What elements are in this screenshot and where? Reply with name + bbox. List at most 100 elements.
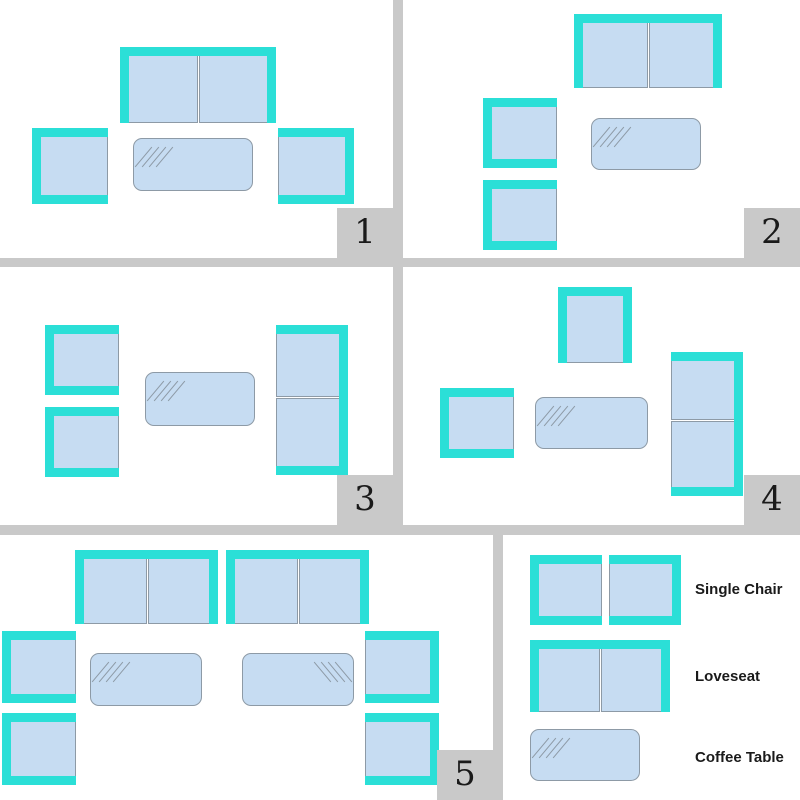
chair-back-bar bbox=[440, 388, 514, 397]
single-chair[interactable] bbox=[365, 631, 439, 703]
legend-label-loveseat: Loveseat bbox=[695, 668, 761, 685]
single-chair[interactable] bbox=[558, 287, 632, 363]
loveseat-arm-left bbox=[530, 640, 539, 712]
chair-front-bar bbox=[365, 694, 439, 703]
loveseat-arm-left bbox=[75, 550, 84, 624]
single-chair[interactable] bbox=[2, 713, 76, 785]
legend-label-single-chair: Single Chair bbox=[695, 581, 783, 598]
loveseat-back-bar bbox=[226, 550, 369, 559]
loveseat[interactable] bbox=[75, 550, 218, 624]
layout-panel-4[interactable]: 4 bbox=[403, 267, 800, 525]
loveseat-arm-left bbox=[574, 14, 583, 88]
coffee-table[interactable] bbox=[90, 653, 202, 706]
loveseat-cushion-left bbox=[580, 14, 648, 88]
loveseat-arm-left bbox=[120, 47, 129, 123]
legend-single-chair-icon-right bbox=[609, 555, 681, 625]
glass-reflection-icon bbox=[134, 142, 174, 172]
chair-front-bar bbox=[365, 776, 439, 785]
single-chair[interactable] bbox=[32, 128, 108, 204]
legend-single-chair-icon-left bbox=[530, 555, 602, 625]
loveseat-cushion-top bbox=[671, 352, 737, 420]
chair-cushion bbox=[446, 388, 514, 458]
chair-cushion bbox=[8, 631, 76, 703]
chair-arm-right bbox=[430, 631, 439, 703]
glass-reflection-icon bbox=[146, 376, 186, 406]
layout-panel-2[interactable]: 2 bbox=[403, 0, 800, 258]
layout-panel-3[interactable]: 3 bbox=[0, 267, 393, 693]
chair-cushion bbox=[38, 128, 108, 204]
chair-arm-left bbox=[483, 98, 492, 168]
loveseat-arm-right bbox=[661, 640, 670, 712]
glass-reflection-icon bbox=[313, 657, 353, 687]
chair-cushion bbox=[365, 713, 433, 785]
single-chair[interactable] bbox=[278, 128, 354, 204]
chair-back-bar bbox=[278, 128, 354, 137]
legend-label-coffee-table: Coffee Table bbox=[695, 749, 784, 766]
chair-back-bar bbox=[45, 325, 119, 334]
loveseat-arm-right bbox=[267, 47, 276, 123]
coffee-table[interactable] bbox=[535, 397, 648, 449]
chair-arm-left bbox=[32, 128, 41, 204]
chair-arm-left bbox=[483, 180, 492, 250]
layout-panel-1[interactable]: 1 bbox=[0, 0, 393, 258]
single-chair[interactable] bbox=[45, 407, 119, 477]
chair-arm-left bbox=[45, 325, 54, 395]
chair-front-bar bbox=[45, 468, 119, 477]
loveseat-cushion-right bbox=[148, 550, 214, 624]
coffee-table[interactable] bbox=[242, 653, 354, 706]
loveseat-cushion-left bbox=[232, 550, 298, 624]
chair-back-bar bbox=[530, 555, 602, 564]
chair-cushion bbox=[51, 325, 119, 395]
loveseat-back-bar bbox=[574, 14, 722, 23]
chair-back-bar bbox=[483, 98, 557, 107]
glass-reflection-icon bbox=[592, 122, 632, 152]
loveseat[interactable] bbox=[226, 550, 369, 624]
panel-number-badge: 3 bbox=[337, 475, 393, 525]
single-chair[interactable] bbox=[483, 98, 557, 168]
chair-front-bar bbox=[483, 241, 557, 250]
loveseat[interactable] bbox=[120, 47, 276, 123]
single-chair[interactable] bbox=[2, 631, 76, 703]
chair-cushion bbox=[8, 713, 76, 785]
single-chair[interactable] bbox=[45, 325, 119, 395]
chair-front-bar bbox=[530, 616, 602, 625]
coffee-table[interactable] bbox=[591, 118, 701, 170]
single-chair[interactable] bbox=[365, 713, 439, 785]
loveseat-front-bar bbox=[276, 466, 348, 475]
legend-coffee-table-icon bbox=[530, 729, 640, 781]
loveseat[interactable] bbox=[276, 325, 348, 475]
single-chair[interactable] bbox=[483, 180, 557, 250]
loveseat-cushion-left bbox=[126, 47, 198, 123]
chair-back-bar bbox=[483, 180, 557, 189]
panel-number-badge: 4 bbox=[744, 475, 800, 525]
panel-number-badge: 2 bbox=[744, 208, 800, 258]
chair-cushion bbox=[536, 555, 602, 625]
chair-cushion bbox=[278, 128, 348, 204]
loveseat-cushion-right bbox=[649, 14, 717, 88]
chair-front-bar bbox=[278, 195, 354, 204]
coffee-table[interactable] bbox=[145, 372, 255, 426]
chair-front-bar bbox=[45, 386, 119, 395]
loveseat-back-bar bbox=[276, 325, 348, 334]
chair-back-bar bbox=[32, 128, 108, 137]
chair-back-bar bbox=[365, 713, 439, 722]
chair-back-bar bbox=[2, 631, 76, 640]
loveseat-arm-right bbox=[360, 550, 369, 624]
coffee-table[interactable] bbox=[133, 138, 253, 191]
loveseat-cushion-top bbox=[276, 325, 342, 397]
layout-panel-5[interactable]: 5 bbox=[0, 535, 493, 800]
single-chair[interactable] bbox=[440, 388, 514, 458]
chair-arm-left bbox=[440, 388, 449, 458]
loveseat[interactable] bbox=[671, 352, 743, 496]
loveseat-cushion-right bbox=[299, 550, 365, 624]
chair-front-bar bbox=[609, 616, 681, 625]
loveseat-cushion-right bbox=[601, 640, 665, 712]
loveseat-arm-left bbox=[226, 550, 235, 624]
chair-front-bar bbox=[2, 694, 76, 703]
chair-arm-left bbox=[45, 407, 54, 477]
panel-number-badge: 1 bbox=[337, 208, 393, 258]
chair-back-bar bbox=[558, 287, 632, 296]
chair-front-bar bbox=[483, 159, 557, 168]
loveseat[interactable] bbox=[574, 14, 722, 88]
